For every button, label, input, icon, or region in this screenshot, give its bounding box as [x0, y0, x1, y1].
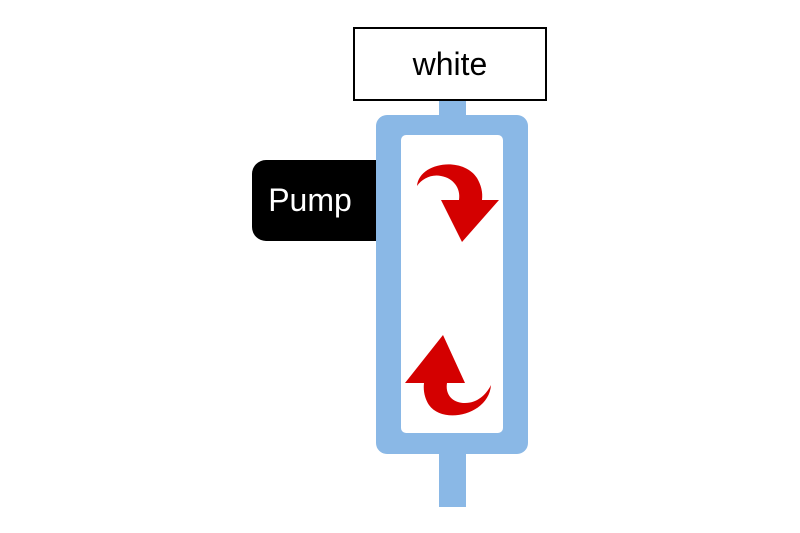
column [376, 115, 528, 454]
top-label-box: white [353, 27, 547, 101]
top-label: white [412, 45, 488, 82]
bottom-pipe [439, 450, 466, 507]
curved-arrow-up-icon [405, 335, 491, 416]
pump-label-box: Pump [252, 160, 376, 241]
pump-label: Pump [268, 182, 352, 218]
curved-arrow-down-icon [417, 164, 499, 242]
